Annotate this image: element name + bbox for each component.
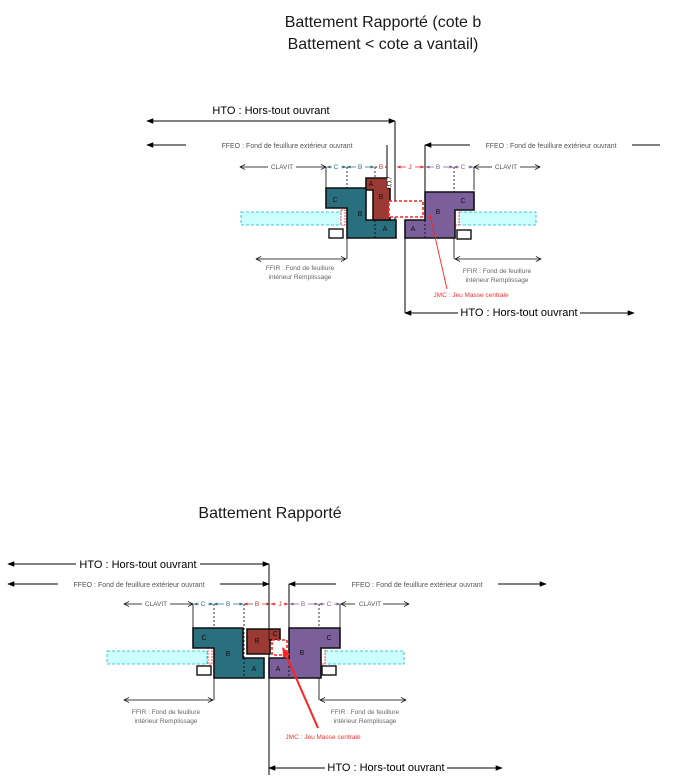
left-part-b-label: B — [226, 651, 231, 658]
segment-b-batt-label: B — [379, 164, 383, 171]
clavit-left-label: CLAVIT — [145, 601, 167, 608]
filling-gasket-left — [207, 647, 213, 665]
filling-panel-left — [106, 650, 208, 665]
diagram-2: Battement Rapporté HTO : Hors-tout ouvra… — [7, 505, 547, 775]
ffir-left-label-line1: FFIR : Fond de feuillure — [266, 265, 335, 272]
ffir-left-label-line2: intérieur Remplissage — [135, 718, 198, 725]
right-sash-profile — [268, 627, 341, 679]
jmc-pointer — [282, 647, 319, 729]
hto-top-label: HTO : Hors-tout ouvrant — [79, 559, 196, 571]
clavit-right-label: CLAVIT — [359, 601, 381, 608]
right-glazing-bead — [321, 665, 337, 676]
segment-j-label: J — [408, 164, 411, 171]
ffir-left-label-line2: intérieur Remplissage — [269, 274, 332, 281]
left-part-c-label: C — [332, 197, 337, 204]
ffir-right-label-line1: FFIR : Fond de feuillure — [331, 709, 400, 716]
segment-b-left-label: B — [358, 164, 362, 171]
right-sash-profile — [404, 191, 475, 239]
right-part-b-label: B — [436, 209, 441, 216]
diagram-1-title-line1: Battement Rapporté (cote b — [285, 14, 482, 31]
hto-bottom-label: HTO : Hors-tout ouvrant — [327, 762, 444, 774]
ffir-left-label-line1: FFIR : Fond de feuillure — [132, 709, 201, 716]
diagram-1-title-line2: Battement < cote a vantail) — [288, 36, 479, 53]
jmc-gap — [388, 200, 424, 218]
batt-part-c-label: C — [272, 631, 277, 638]
ffeo-right-label: FFEO : Fond de feuillure extérieur ouvra… — [351, 582, 482, 589]
segment-dimensions: C B B J B C — [193, 599, 341, 608]
jmc-label: JMC : Jeu Masse centrale — [433, 292, 509, 299]
batt-part-a-label: A — [369, 181, 374, 188]
filling-panel-right — [324, 650, 405, 665]
clavit-left-label: CLAVIT — [271, 164, 293, 171]
segment-b-right-label: B — [436, 164, 440, 171]
left-sash-profile — [325, 187, 397, 239]
left-part-a-label: A — [252, 666, 257, 673]
hto-top-label: HTO : Hors-tout ouvrant — [212, 105, 329, 117]
jmc-pointer — [429, 214, 448, 290]
diagram-2-title: Battement Rapporté — [198, 505, 341, 522]
ffir-right-label-line2: intérieur Remplissage — [466, 277, 529, 284]
batt-c-part — [386, 177, 392, 189]
batt-part-b-label: B — [255, 638, 260, 645]
batt-profile — [246, 628, 281, 655]
right-glazing-bead — [456, 229, 472, 240]
segment-c-left-label: C — [334, 164, 339, 171]
jmc-label: JMC : Jeu Masse centrale — [285, 734, 361, 741]
filling-gasket-left — [340, 209, 346, 226]
left-glazing-bead — [328, 228, 344, 239]
batt-part-c-label: C — [386, 181, 391, 188]
segment-c-right-label: C — [327, 601, 332, 608]
ffir-right-label-line1: FFIR : Fond de feuillure — [463, 268, 532, 275]
left-glazing-bead — [196, 665, 212, 676]
left-part-a-label: A — [383, 226, 388, 233]
left-sash-profile — [192, 627, 265, 679]
hto-bottom-label: HTO : Hors-tout ouvrant — [460, 307, 577, 319]
filling-panel-right — [458, 211, 537, 226]
segment-c-left-label: C — [201, 601, 206, 608]
right-part-b-label: B — [300, 650, 305, 657]
right-part-c-label: C — [460, 198, 465, 205]
batt-part-b-label: B — [379, 194, 384, 201]
left-part-b-label: B — [358, 211, 363, 218]
right-part-a-label: A — [276, 666, 281, 673]
segment-b-left-label: B — [226, 601, 230, 608]
segment-j-label: J — [278, 601, 281, 608]
filling-panel-left — [240, 211, 342, 226]
left-part-c-label: C — [201, 635, 206, 642]
segment-dimensions: C B B J B C — [326, 162, 474, 171]
diagram-1: Battement Rapporté (cote b Battement < c… — [146, 14, 660, 319]
right-part-c-label: C — [326, 635, 331, 642]
ffeo-right-label: FFEO : Fond de feuillure extérieur ouvra… — [485, 143, 616, 150]
clavit-right-label: CLAVIT — [495, 164, 517, 171]
ffeo-left-label: FFEO : Fond de feuillure extérieur ouvra… — [221, 143, 352, 150]
segment-c-right-label: C — [461, 164, 466, 171]
right-part-a-label: A — [411, 226, 416, 233]
ffeo-left-label: FFEO : Fond de feuillure extérieur ouvra… — [73, 582, 204, 589]
segment-b-batt-label: B — [255, 601, 259, 608]
ffir-right-label-line2: intérieur Remplissage — [334, 718, 397, 725]
segment-b-right-label: B — [301, 601, 305, 608]
